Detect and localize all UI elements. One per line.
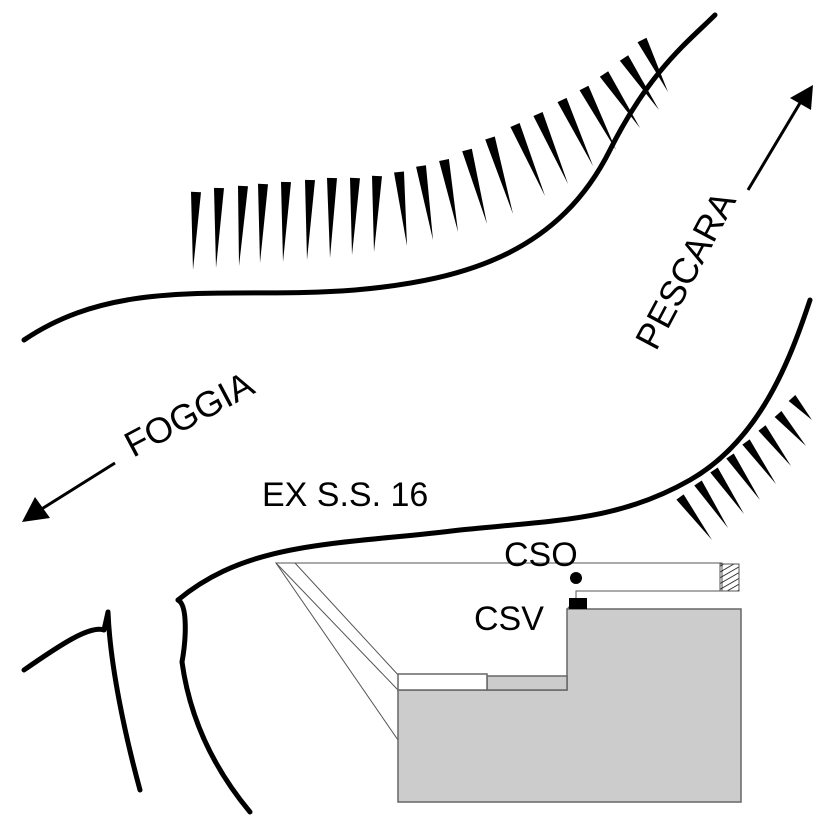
hatch-wedge [258, 183, 268, 263]
hatch-wedge [305, 179, 315, 260]
hatch-wedge [327, 177, 337, 258]
hatch-wedge [394, 171, 407, 246]
foggia-arrow-icon [22, 461, 116, 522]
pescara-arrow-icon [746, 85, 813, 191]
foggia-label: FOGGIA [118, 363, 261, 465]
hatched-marker [719, 563, 740, 592]
pescara-label: PESCARA [627, 185, 744, 356]
hatch-wedge [191, 191, 201, 270]
hatch-wedge [788, 394, 812, 420]
csv-station-marker [569, 598, 587, 609]
building-annex-gray [486, 675, 568, 691]
hatch-wedge [579, 85, 616, 150]
side-road-left-edge [21, 609, 143, 793]
main-building [397, 608, 742, 803]
hatch-wedge [557, 97, 593, 166]
hatch-wedge [462, 148, 487, 224]
hatch-wedge [694, 480, 728, 528]
hatch-wedge [238, 185, 248, 266]
hatch-wedge [726, 453, 760, 500]
hatch-wedge [710, 467, 744, 514]
hatch-wedge [676, 494, 712, 540]
road-lower-edge [175, 297, 813, 603]
hatch-wedge [599, 71, 640, 128]
side-road-right-edge [175, 597, 253, 815]
access-ramp [274, 562, 414, 691]
csv-label: CSV [474, 600, 544, 638]
cso-station-marker [570, 572, 582, 584]
hatch-wedge [742, 439, 776, 484]
hatch-wedge [485, 136, 513, 214]
hatch-wedge [214, 187, 224, 268]
road-label: EX S.S. 16 [262, 476, 428, 514]
hatch-wedge [510, 123, 545, 196]
hatch-wedge [350, 177, 360, 255]
hatch-wedge [439, 159, 458, 232]
embankment-hatch-upper [191, 37, 668, 270]
hatch-wedge [281, 181, 291, 262]
cso-label: CSO [504, 536, 578, 574]
hatch-wedge [637, 37, 668, 92]
hatch-wedge [774, 411, 806, 446]
hatch-wedge [416, 165, 433, 240]
hatch-wedge [372, 175, 382, 252]
embankment-hatch-lower [676, 394, 812, 540]
hatch-wedge [758, 425, 791, 466]
road-upper-edge [21, 12, 718, 343]
hatch-wedge [533, 112, 568, 184]
building-annex-white [397, 673, 488, 691]
hatch-wedge [619, 55, 659, 110]
